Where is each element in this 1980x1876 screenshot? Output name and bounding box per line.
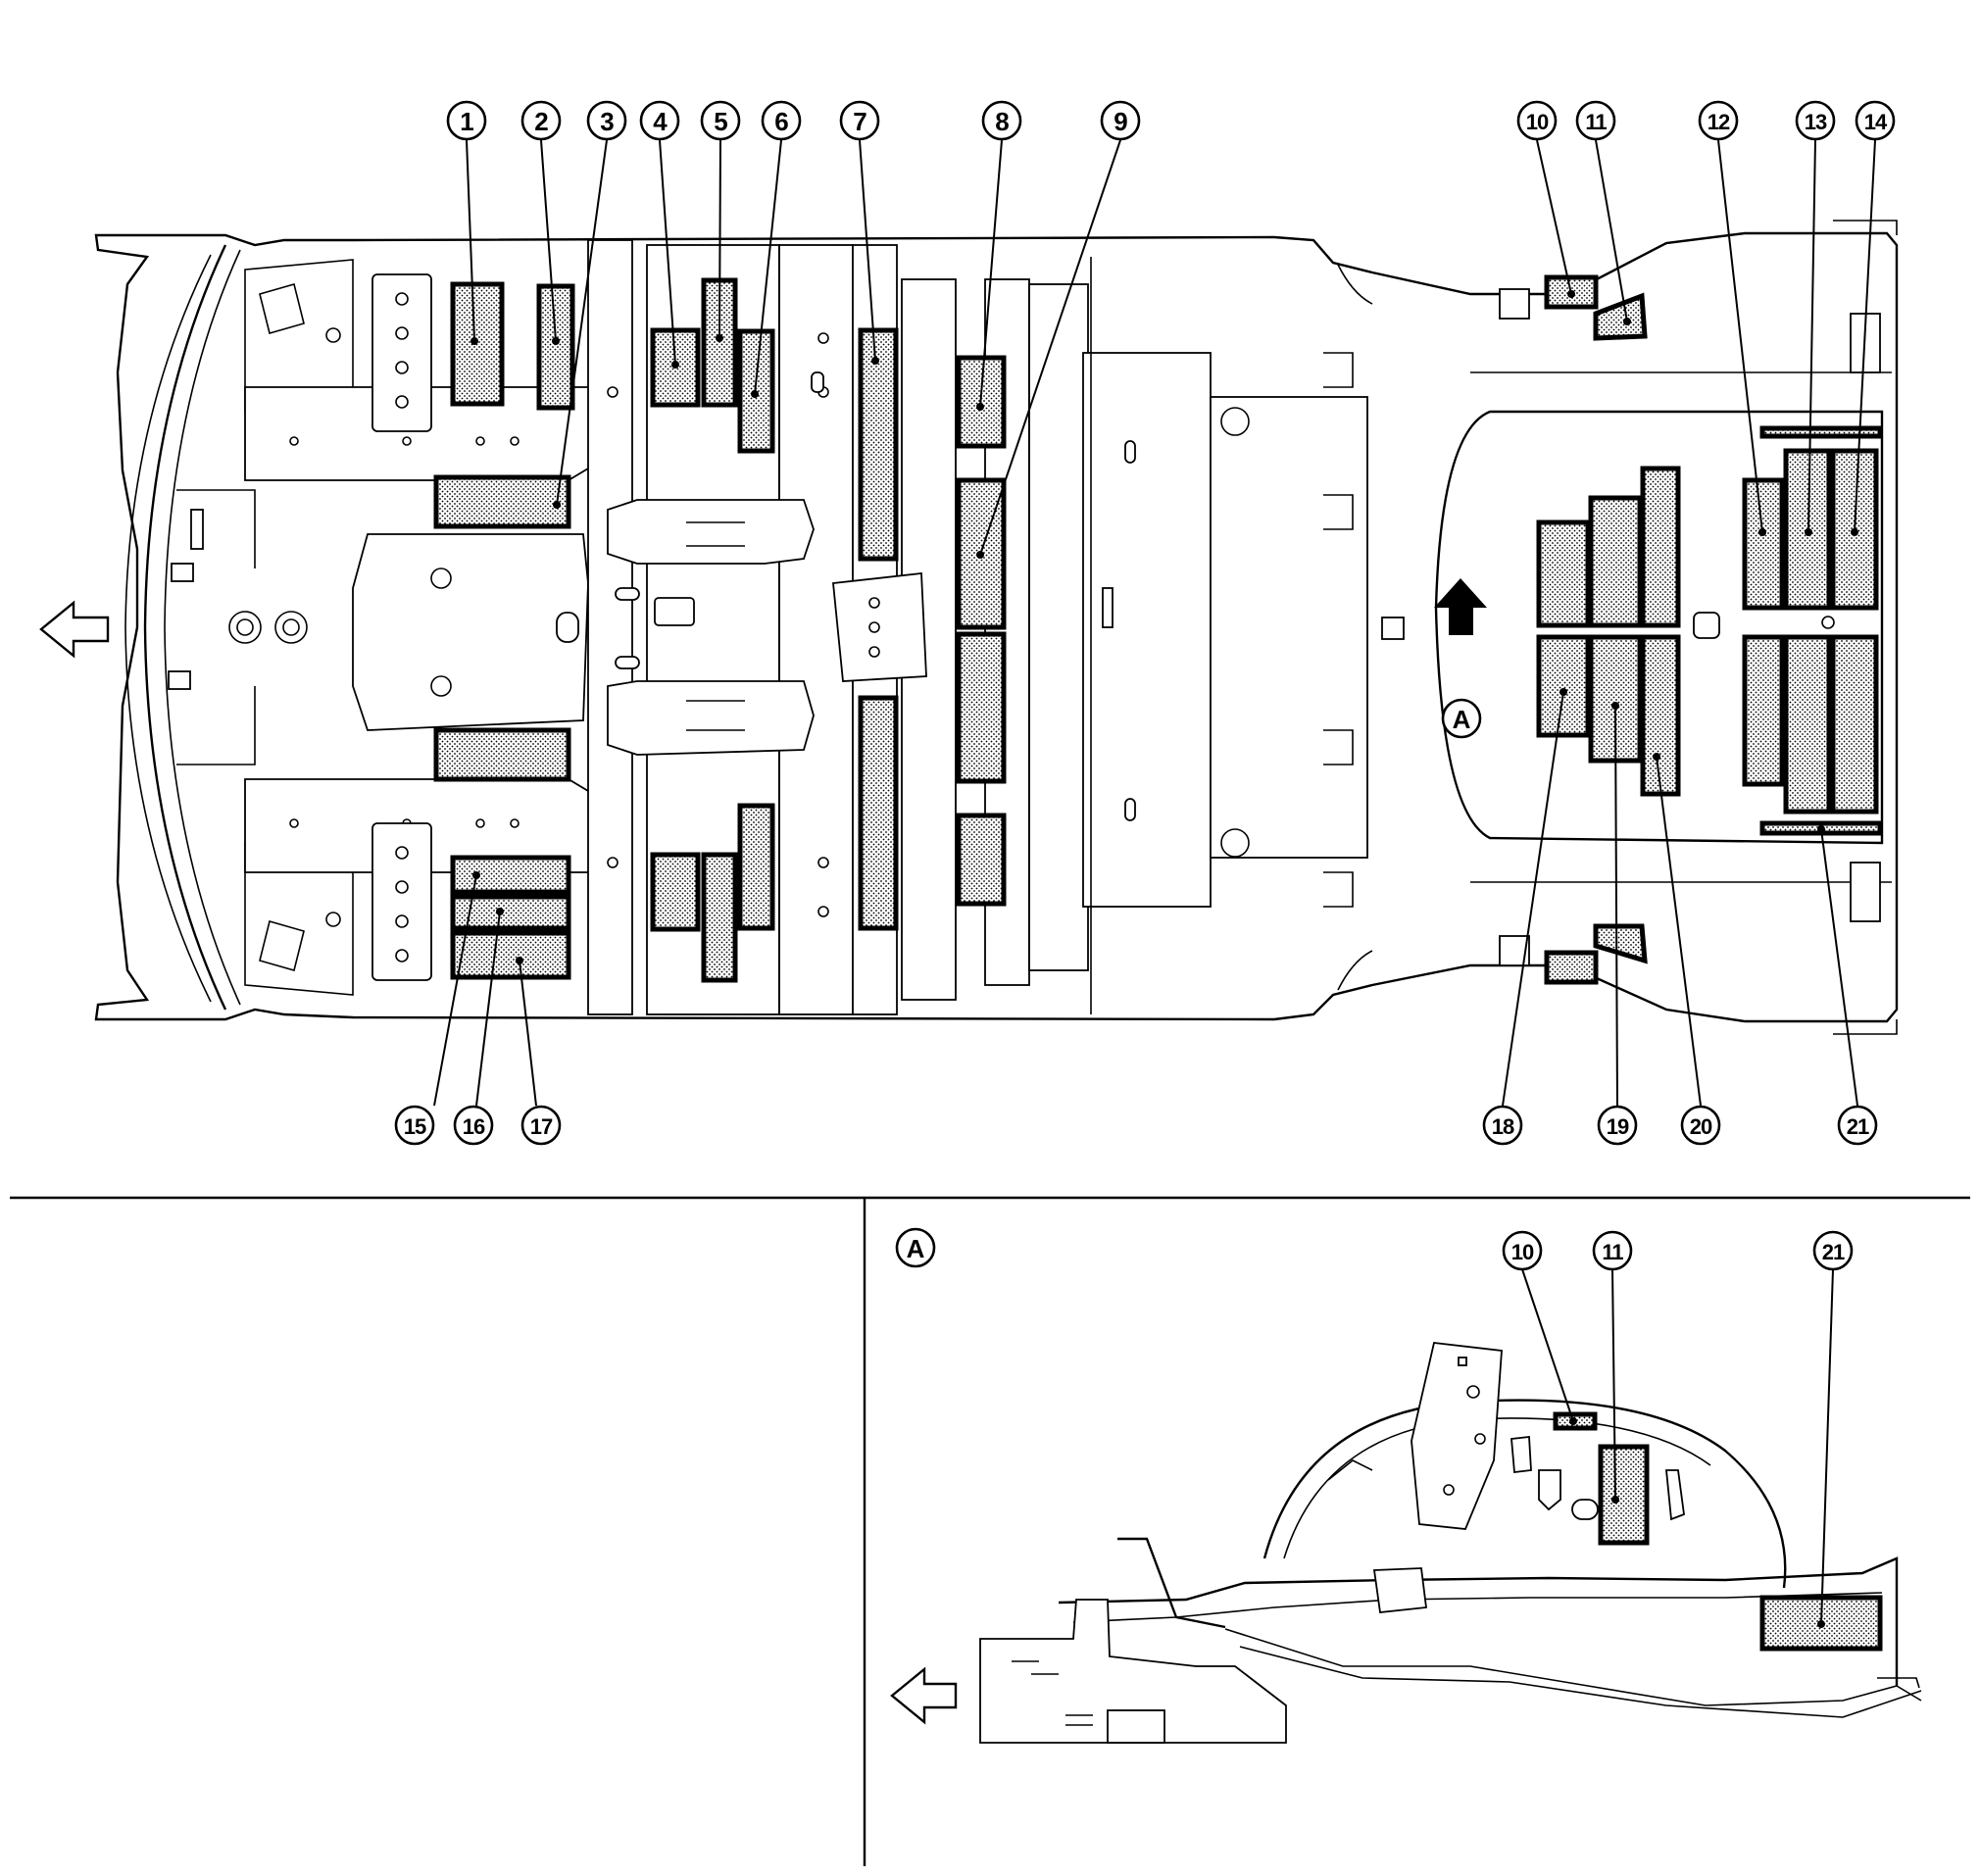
pad-11b — [1593, 923, 1648, 964]
pad-5 — [701, 277, 738, 408]
callouts-bottom: 15 16 17 18 19 20 21 — [394, 1105, 1878, 1146]
pad-6b — [737, 803, 775, 931]
pad-11 — [1593, 292, 1648, 341]
callout-19: 19 — [1597, 1105, 1638, 1146]
callout-2: 2 — [520, 100, 562, 141]
pad-3b — [433, 727, 571, 782]
front-bumper — [143, 244, 227, 1011]
detail-pad-11 — [1598, 1444, 1650, 1546]
svg-text:10: 10 — [1511, 1240, 1534, 1264]
callout-9: 9 — [1100, 100, 1141, 141]
pad-19 — [1588, 495, 1643, 628]
pad-15 — [450, 855, 571, 895]
callout-10: 10 — [1516, 100, 1558, 141]
svg-text:21: 21 — [1847, 1114, 1869, 1139]
svg-text:11: 11 — [1585, 110, 1607, 134]
pad-21 — [1759, 425, 1883, 439]
pad-7b — [858, 695, 899, 931]
pad-10b — [1544, 950, 1599, 985]
callout-3: 3 — [586, 100, 627, 141]
callout-11: 11 — [1575, 100, 1616, 141]
view-a-marker-label: A — [1453, 705, 1471, 734]
callout-16: 16 — [453, 1105, 494, 1146]
svg-text:7: 7 — [853, 107, 866, 136]
callout-1: 1 — [446, 100, 487, 141]
callout-12: 12 — [1698, 100, 1739, 141]
svg-text:1: 1 — [460, 107, 473, 136]
pad-20 — [1640, 466, 1681, 628]
pad-12 — [1742, 477, 1785, 611]
svg-text:11: 11 — [1602, 1240, 1623, 1264]
callout-4: 4 — [639, 100, 680, 141]
svg-text:17: 17 — [530, 1114, 553, 1139]
svg-text:20: 20 — [1690, 1114, 1712, 1139]
pad-2 — [536, 283, 575, 411]
pad-8b — [956, 813, 1007, 907]
pad-18b — [1536, 634, 1591, 738]
svg-text:14: 14 — [1864, 110, 1888, 134]
svg-text:5: 5 — [714, 107, 727, 136]
detail-callout-10: 10 — [1502, 1230, 1543, 1271]
svg-text:19: 19 — [1607, 1114, 1629, 1139]
callout-20: 20 — [1680, 1105, 1721, 1146]
callouts-top: 1 2 3 4 5 6 7 8 9 10 11 12 13 14 — [446, 100, 1896, 141]
detail-callout-11: 11 — [1592, 1230, 1633, 1271]
pad-3 — [433, 474, 571, 529]
pad-18 — [1536, 519, 1591, 628]
svg-text:8: 8 — [995, 107, 1009, 136]
callout-15: 15 — [394, 1105, 435, 1146]
callout-5: 5 — [700, 100, 741, 141]
detail-callout-21: 21 — [1812, 1230, 1854, 1271]
detail-view-a: A 10 — [890, 1227, 1922, 1744]
detail-view-a-label: A — [907, 1234, 925, 1263]
pad-14b — [1830, 634, 1879, 815]
view-a-marker — [1441, 698, 1482, 739]
callout-18: 18 — [1482, 1105, 1523, 1146]
svg-text:13: 13 — [1805, 110, 1827, 134]
svg-text:2: 2 — [534, 107, 548, 136]
insulator-pads — [433, 274, 1883, 985]
detail-view-a-label-circle — [895, 1227, 936, 1268]
svg-text:6: 6 — [774, 107, 788, 136]
pad-20b — [1640, 634, 1681, 797]
pad-7 — [858, 327, 899, 562]
pad-13b — [1783, 634, 1832, 815]
pad-1 — [450, 281, 505, 407]
callout-13: 13 — [1795, 100, 1836, 141]
svg-text:18: 18 — [1492, 1114, 1514, 1139]
callout-7: 7 — [839, 100, 880, 141]
callout-8: 8 — [981, 100, 1022, 141]
pad-17 — [450, 930, 571, 980]
svg-text:10: 10 — [1526, 110, 1549, 134]
pad-5b — [701, 852, 738, 983]
leader-lines-bottom — [433, 688, 1858, 1107]
svg-text:21: 21 — [1822, 1240, 1845, 1264]
pad-9b — [956, 631, 1007, 784]
pad-12b — [1742, 634, 1785, 787]
svg-text:9: 9 — [1114, 107, 1127, 136]
svg-text:16: 16 — [463, 1114, 485, 1139]
svg-text:3: 3 — [600, 107, 614, 136]
callout-6: 6 — [761, 100, 802, 141]
front-arrow-icon — [39, 600, 110, 659]
pad-4b — [650, 852, 701, 932]
view-direction-arrow-icon — [1434, 578, 1487, 635]
svg-text:15: 15 — [404, 1114, 426, 1139]
callout-14: 14 — [1855, 100, 1896, 141]
detail-front-arrow-icon — [890, 1666, 958, 1725]
svg-text:4: 4 — [653, 107, 668, 136]
floor-plan-view: A 1 — [39, 100, 1899, 1146]
body-outline — [94, 231, 1899, 1023]
callout-21: 21 — [1837, 1105, 1878, 1146]
svg-text:12: 12 — [1708, 110, 1730, 134]
callout-17: 17 — [520, 1105, 562, 1146]
leader-lines-top — [466, 139, 1876, 559]
